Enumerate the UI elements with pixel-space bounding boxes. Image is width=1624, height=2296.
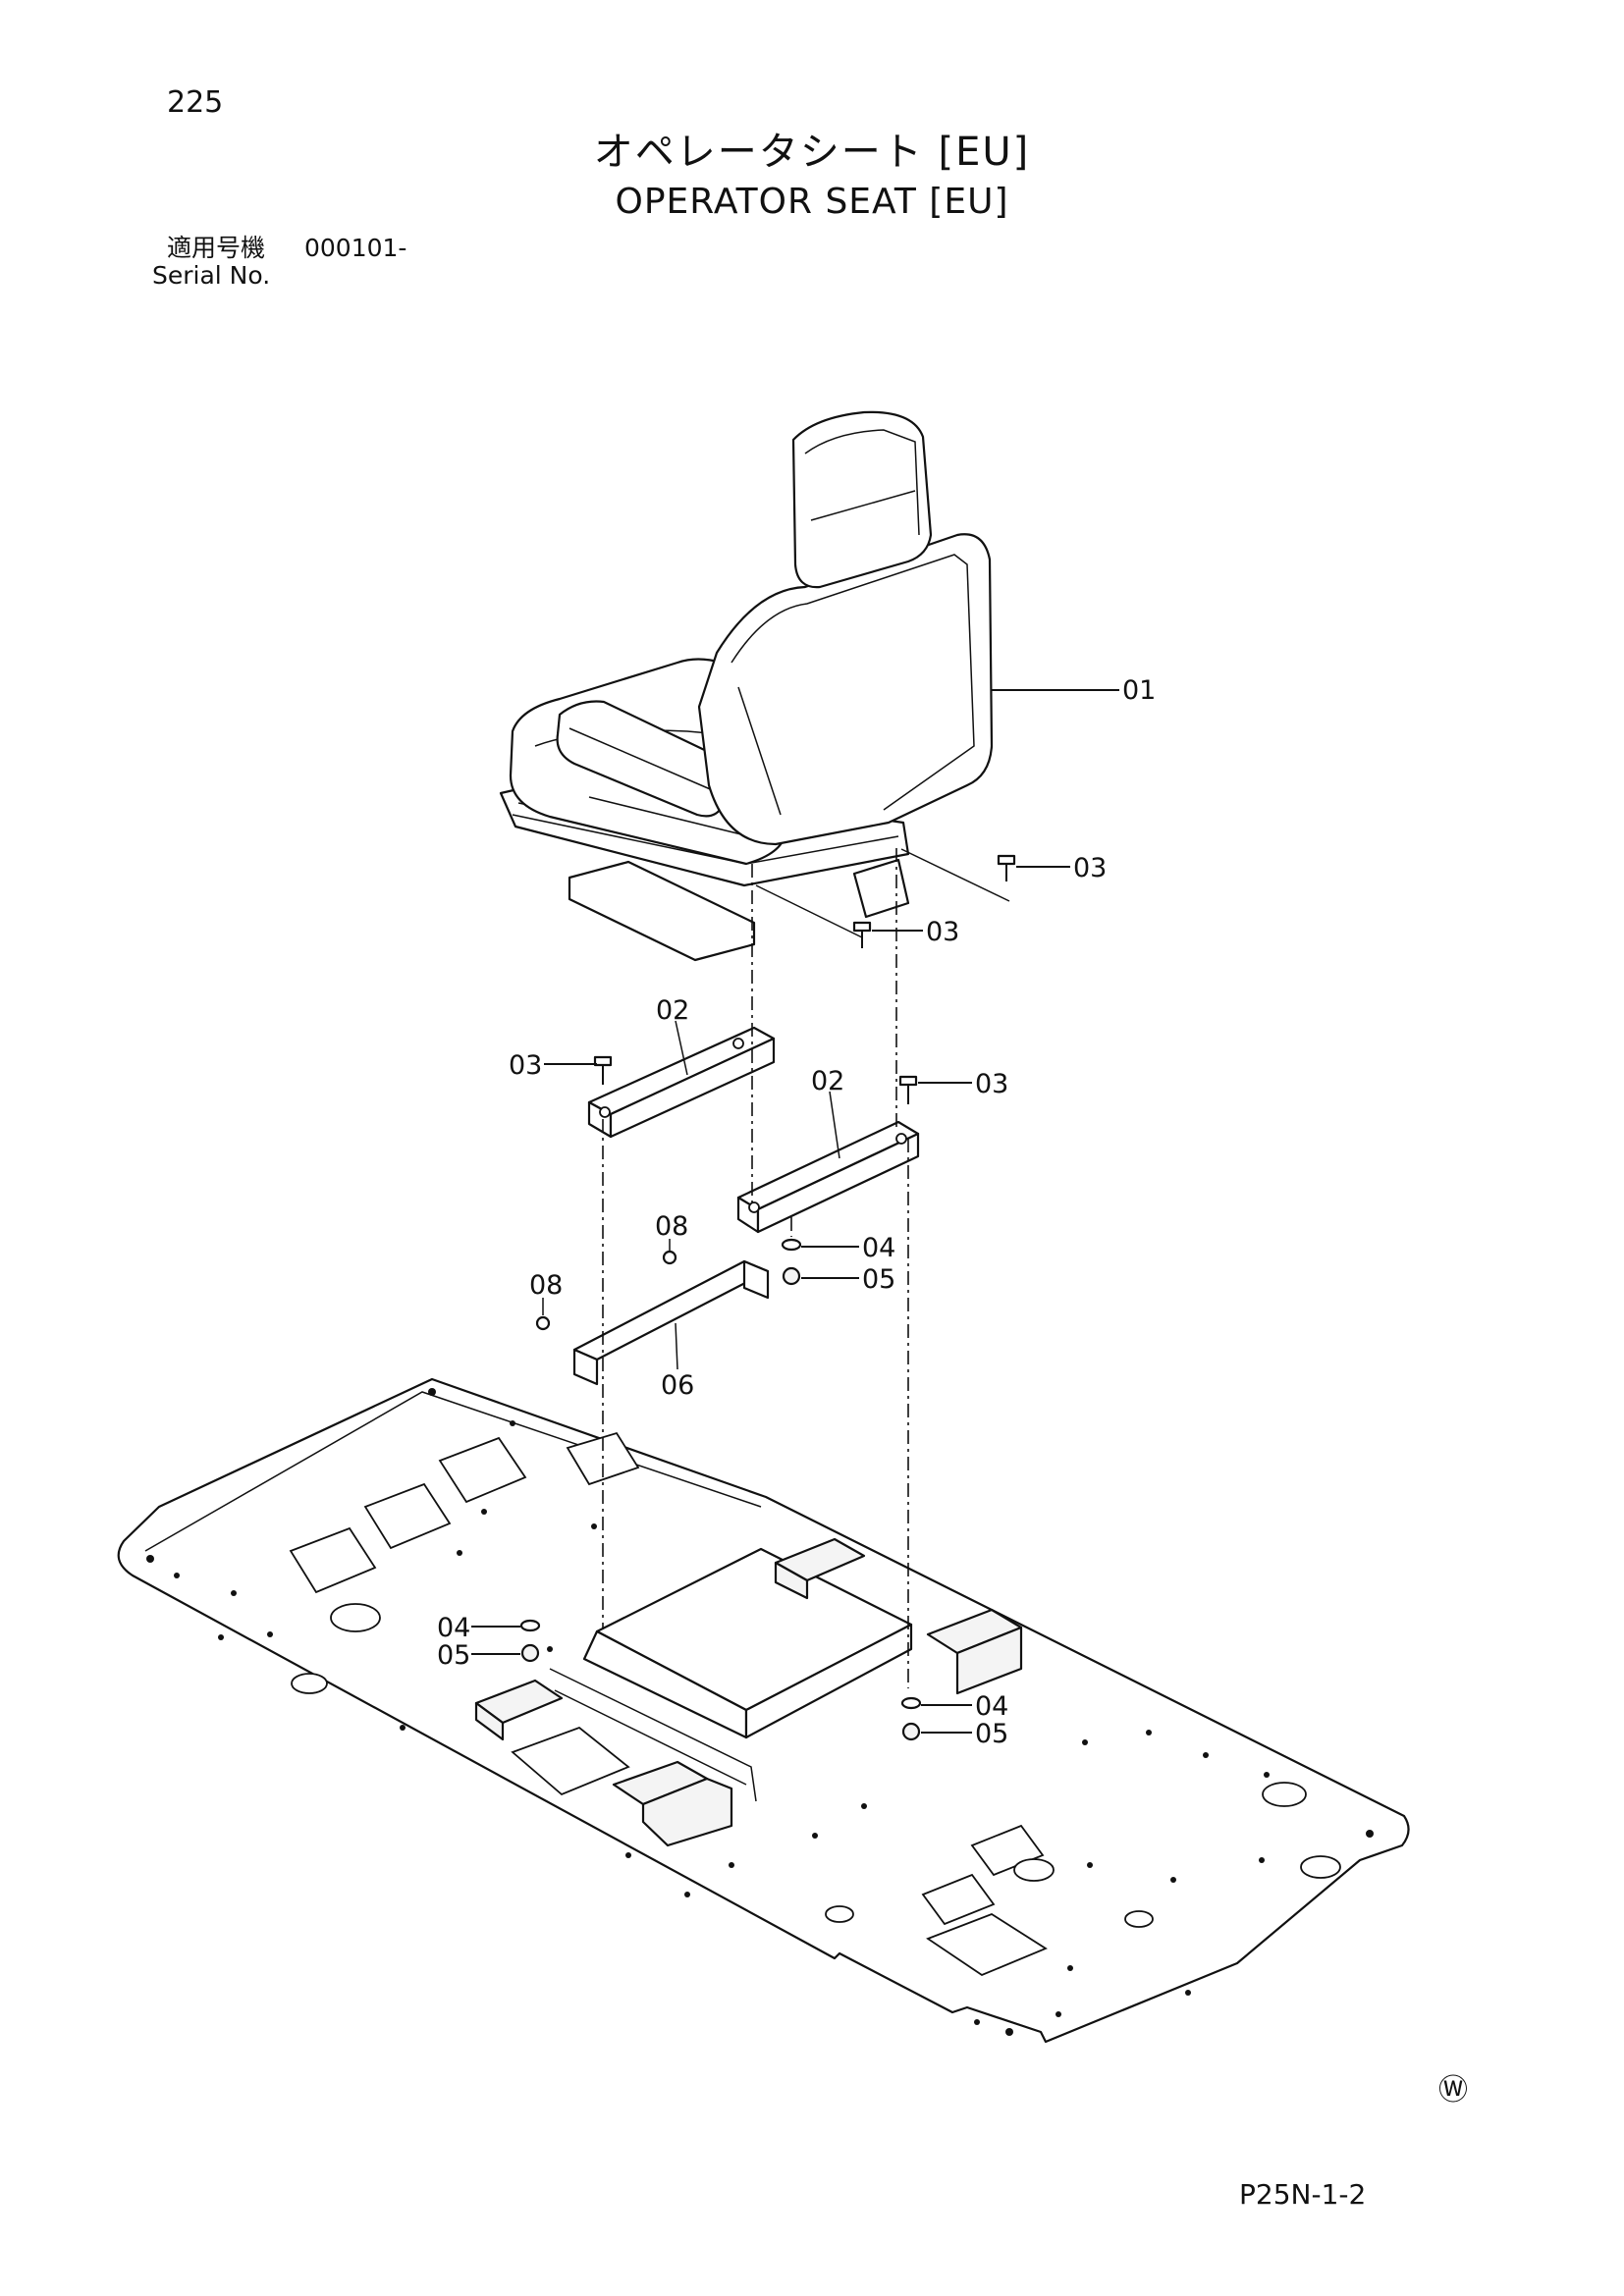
callout-04: 04 — [975, 1691, 1008, 1722]
callout-03: 03 — [1073, 853, 1107, 883]
leader-lines — [471, 689, 1119, 1734]
title-english: OPERATOR SEAT [EU] — [615, 182, 1009, 222]
callout-03: 03 — [509, 1050, 542, 1081]
callout-04: 04 — [437, 1613, 470, 1643]
nut-05-right — [901, 1722, 921, 1741]
bolt-03-rail-left — [593, 1055, 613, 1085]
callout-01: 01 — [1122, 675, 1156, 706]
washer-04-left — [519, 1619, 541, 1632]
serial-value: 000101- — [304, 234, 407, 262]
washer-04-upper — [781, 1238, 802, 1252]
washers-and-nuts — [519, 1238, 922, 1741]
seat-rail-right — [736, 1120, 920, 1234]
callout-labels: 01 03 03 02 03 02 03 08 04 08 05 06 04 0… — [437, 675, 1156, 1749]
assembly-lines — [602, 848, 909, 1688]
serial-label-english: Serial No. — [152, 261, 271, 290]
callout-03: 03 — [926, 917, 959, 947]
callout-02: 02 — [656, 995, 689, 1026]
callout-02: 02 — [811, 1066, 844, 1096]
bolt-03-seat-b — [852, 921, 872, 948]
floor-plate — [117, 1377, 1410, 2044]
seat-rail-left — [587, 1026, 776, 1139]
screw-08-a — [662, 1250, 677, 1265]
bracket — [572, 1259, 770, 1386]
drawing-code: P25N-1-2 — [1239, 2178, 1367, 2211]
bolts — [535, 854, 1016, 1331]
callout-08: 08 — [655, 1211, 688, 1242]
callout-06: 06 — [661, 1370, 694, 1401]
washer-04-right — [900, 1696, 922, 1710]
title-japanese: オペレータシート [EU] — [593, 130, 1031, 175]
nut-05-left — [520, 1643, 540, 1663]
w-mark-symbol: Ⓦ — [1438, 2073, 1468, 2108]
callout-05: 05 — [437, 1640, 470, 1671]
callout-05: 05 — [975, 1719, 1008, 1749]
operator-seat — [499, 410, 994, 962]
bolt-03-rail-right — [898, 1075, 918, 1104]
callout-04: 04 — [862, 1233, 895, 1263]
bolt-03-seat-a — [997, 854, 1016, 881]
page-number: 225 — [167, 85, 224, 120]
serial-label-japanese: 適用号機 — [167, 234, 266, 262]
callout-03: 03 — [975, 1069, 1008, 1099]
nut-05-upper — [782, 1266, 801, 1286]
callout-05: 05 — [862, 1264, 895, 1295]
callout-08: 08 — [529, 1270, 563, 1301]
screw-08-b — [535, 1315, 551, 1331]
